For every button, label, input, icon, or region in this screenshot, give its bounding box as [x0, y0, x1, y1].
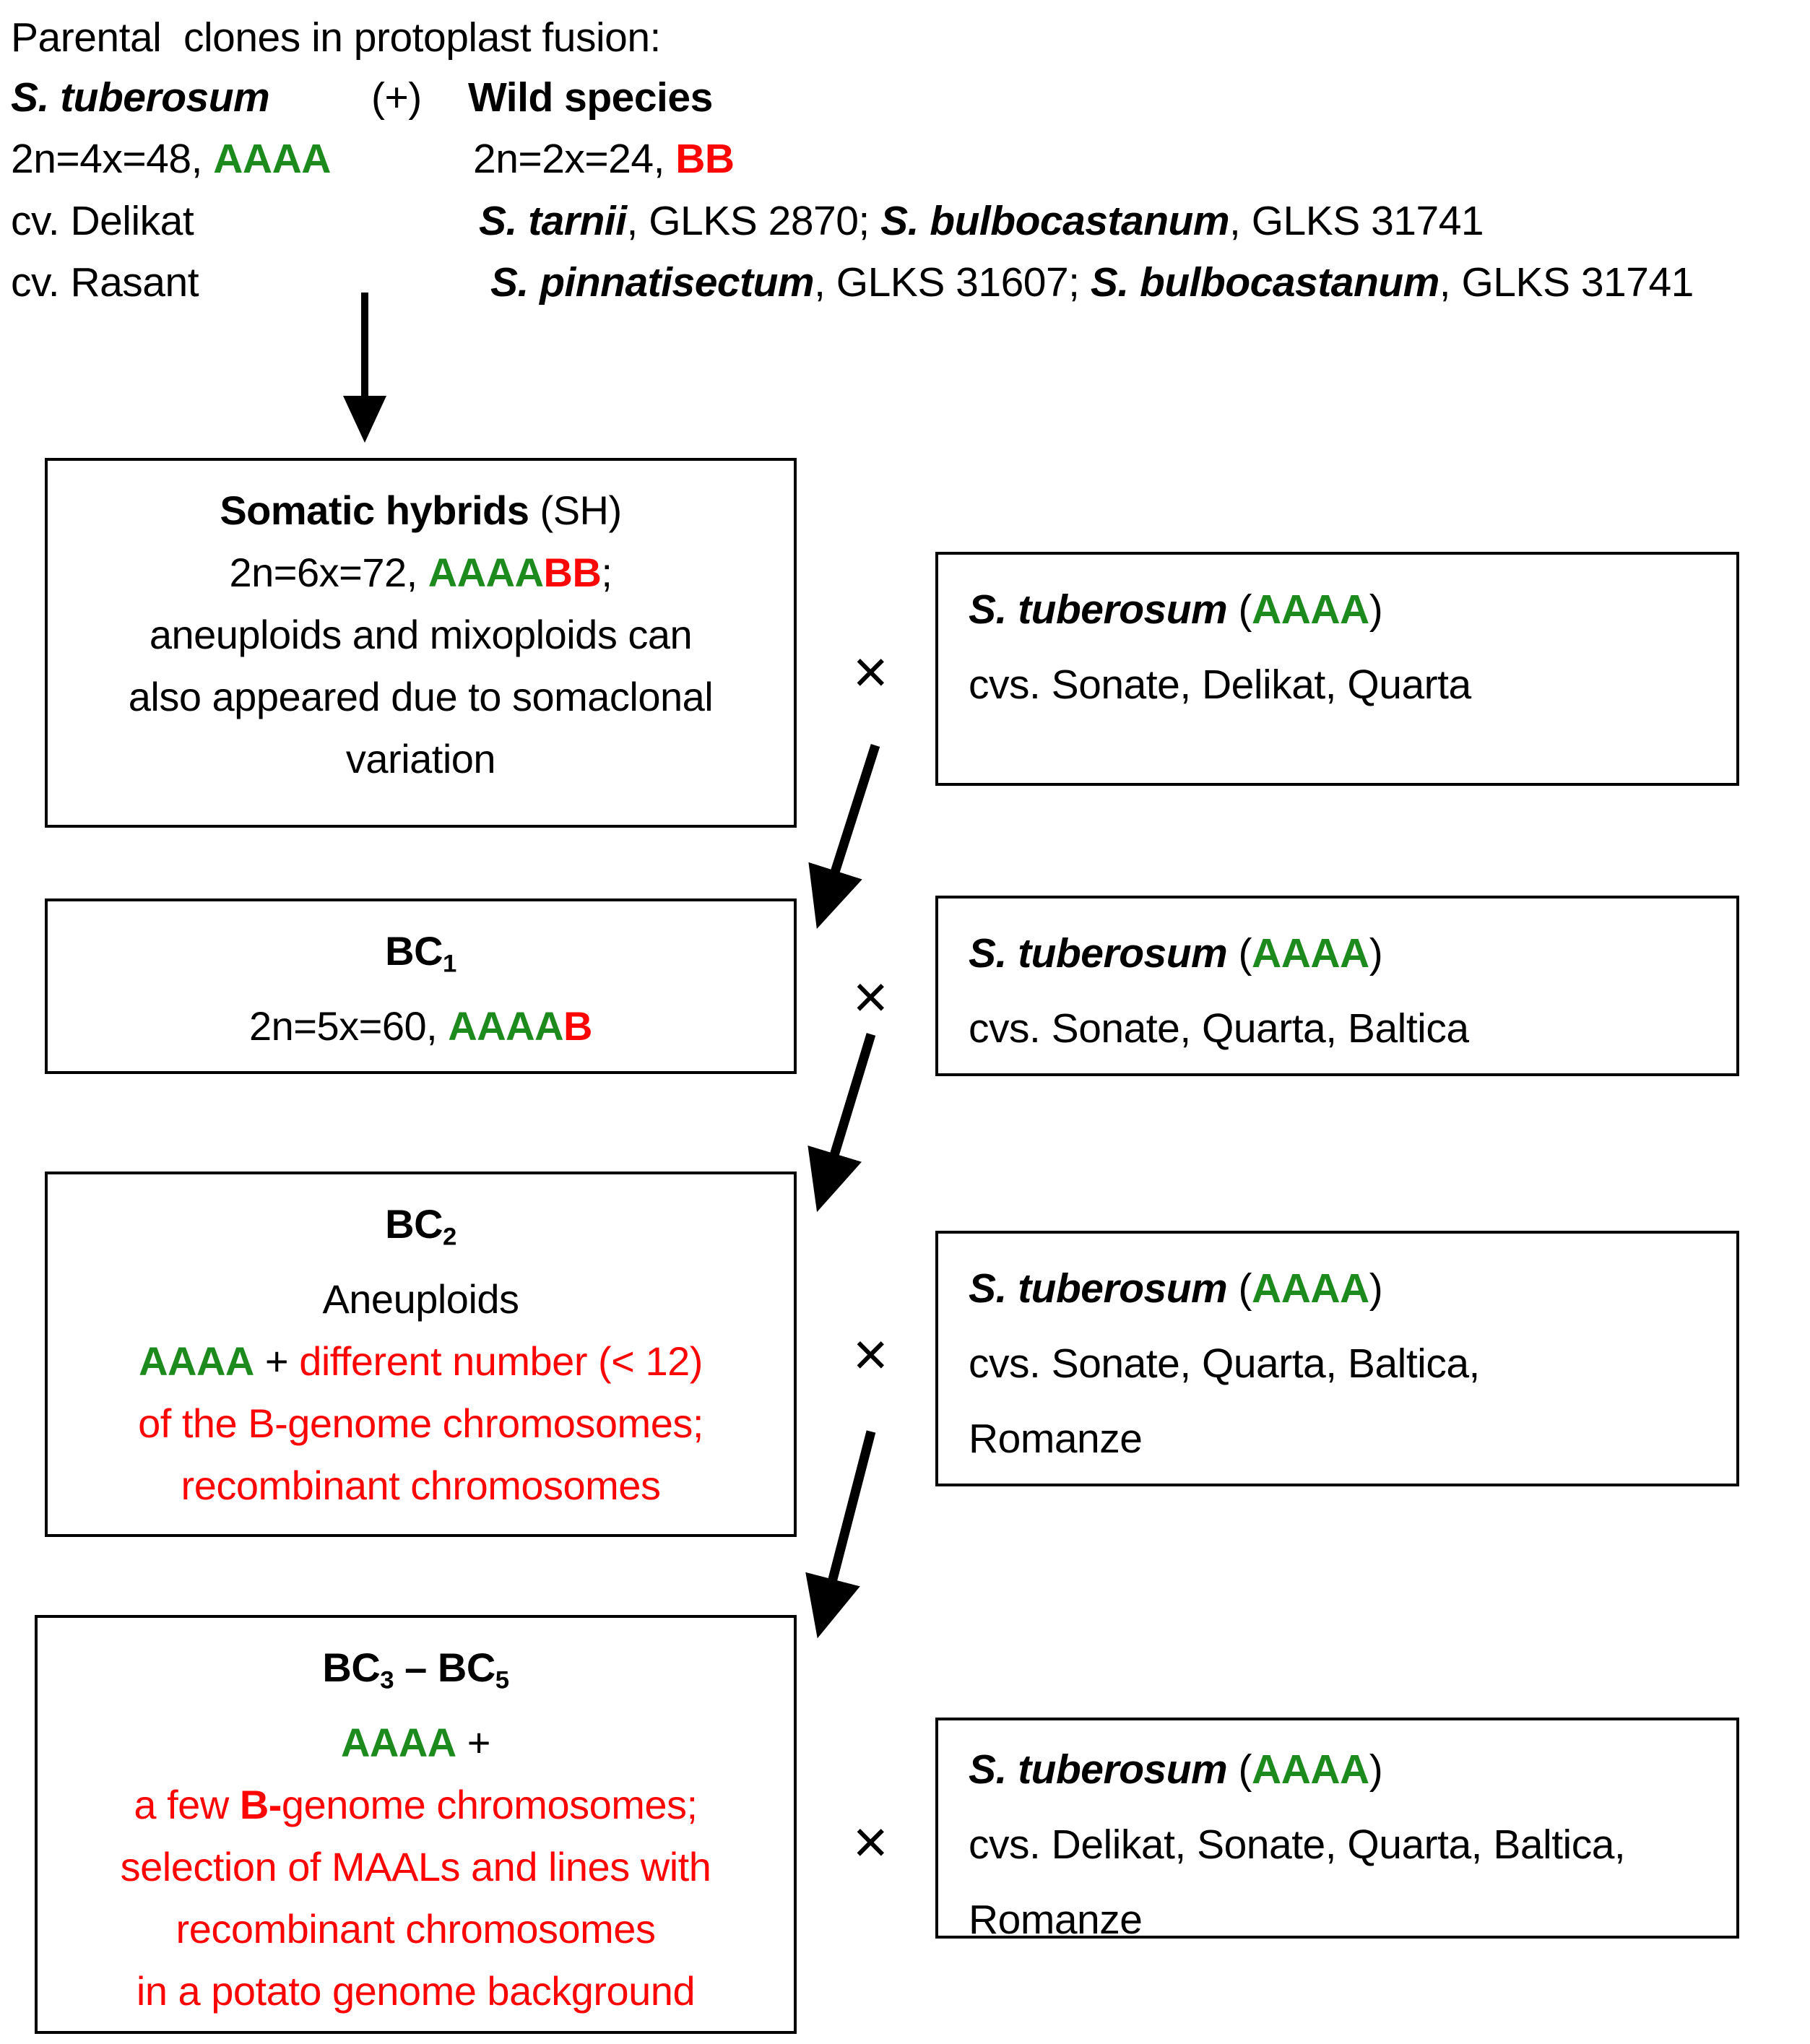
- header-cv-delikat: cv. Delikat: [11, 198, 194, 244]
- somatic-ploidy: 2n=6x=72, AAAABB;: [229, 550, 612, 595]
- ploidy-right-text: 2n=2x=24,: [473, 136, 676, 182]
- bc35-title: BC3 – BC5: [322, 1645, 509, 1694]
- cross-symbol-3: ×: [852, 1320, 888, 1388]
- rbox4-species-line: S. tuberosum (AAAA): [969, 1746, 1383, 1793]
- tuberosum-parent-box-3: S. tuberosum (AAAA) cvs. Sonate, Quarta,…: [935, 1231, 1739, 1486]
- tarnii-accession: , GLKS 2870;: [626, 198, 881, 244]
- bc35-note-3: recombinant chromosomes: [176, 1905, 656, 1952]
- header-rasant-partners: S. pinnatisectum, GLKS 31607; S. bulboca…: [490, 259, 1694, 306]
- header-tuberosum-label: S. tuberosum: [11, 74, 270, 121]
- header-title: Parental clones in protoplast fusion:: [11, 14, 661, 61]
- bc2-aneuploids: Aneuploids: [322, 1276, 519, 1322]
- bc35-note-4: in a potato genome background: [136, 1967, 696, 2014]
- rbox3-species-line: S. tuberosum (AAAA): [969, 1265, 1383, 1312]
- somatic-note-2: also appeared due to somaclonal: [128, 674, 714, 719]
- arrow-diagonal-1-icon: [808, 744, 880, 930]
- rbox4-cultivars-1: cvs. Delikat, Sonate, Quarta, Baltica,: [969, 1822, 1626, 1868]
- bc2-title: BC2: [385, 1201, 456, 1251]
- rbox4-cultivars-2: Romanze: [969, 1897, 1143, 1943]
- tuberosum-parent-box-1: S. tuberosum (AAAA) cvs. Sonate, Delikat…: [935, 552, 1739, 786]
- bc1-box: BC1 2n=5x=60, AAAAB: [45, 898, 797, 1074]
- bc2-note-1: of the B-genome chromosomes;: [138, 1400, 703, 1446]
- somatic-title: Somatic hybrids (SH): [220, 488, 622, 533]
- somatic-note-3: variation: [345, 736, 496, 781]
- somatic-hybrids-box: Somatic hybrids (SH) 2n=6x=72, AAAABB; a…: [45, 458, 797, 828]
- rbox3-cultivars-1: cvs. Sonate, Quarta, Baltica,: [969, 1341, 1480, 1387]
- header-ploidy-left: 2n=4x=48, AAAA: [11, 136, 331, 182]
- rbox3-cultivars-2: Romanze: [969, 1416, 1143, 1462]
- bc35-genome-line: AAAA +: [340, 1719, 491, 1765]
- header-cv-rasant: cv. Rasant: [11, 259, 199, 306]
- header-fusion-plus: (+): [371, 74, 422, 121]
- cross-symbol-4: ×: [852, 1808, 888, 1876]
- rbox2-species-line: S. tuberosum (AAAA): [969, 930, 1383, 976]
- species-bulbocastanum-2: S. bulbocastanum: [1090, 259, 1439, 306]
- cross-symbol-2: ×: [852, 963, 888, 1031]
- bc3-bc5-box: BC3 – BC5 AAAA + a few B-genome chromoso…: [35, 1615, 797, 2034]
- bc35-note-2: selection of MAALs and lines with: [120, 1843, 711, 1889]
- bulbocastanum-accession: , GLKS 31741: [1229, 198, 1484, 244]
- header-delikat-partners: S. tarnii, GLKS 2870; S. bulbocastanum, …: [479, 198, 1484, 244]
- bulbocastanum-accession-2: , GLKS 31741: [1439, 259, 1694, 306]
- arrow-diagonal-3-icon: [805, 1430, 876, 1639]
- bc2-genome-line: AAAA + different number (< 12): [139, 1338, 703, 1384]
- arrow-diagonal-2-icon: [807, 1033, 876, 1213]
- somatic-note-1: aneuploids and mixoploids can: [149, 612, 693, 657]
- bc1-title: BC1: [385, 928, 456, 978]
- tuberosum-parent-box-4: S. tuberosum (AAAA) cvs. Delikat, Sonate…: [935, 1718, 1739, 1943]
- rbox2-cultivars: cvs. Sonate, Quarta, Baltica: [969, 1005, 1469, 1052]
- header-ploidy-right: 2n=2x=24, BB: [473, 136, 735, 182]
- tuberosum-parent-box-2: S. tuberosum (AAAA) cvs. Sonate, Quarta,…: [935, 896, 1739, 1076]
- header-wild-species-label: Wild species: [468, 74, 713, 121]
- ploidy-left-text: 2n=4x=48,: [11, 136, 214, 182]
- species-pinnatisectum: S. pinnatisectum: [490, 259, 815, 306]
- bc2-note-2: recombinant chromosomes: [181, 1462, 661, 1508]
- rbox1-cultivars: cvs. Sonate, Delikat, Quarta: [969, 662, 1471, 708]
- cross-symbol-1: ×: [852, 638, 888, 706]
- genome-a-label: AAAA: [213, 136, 331, 182]
- pinnatisectum-accession: , GLKS 31607;: [814, 259, 1091, 306]
- bc35-note-1: a few B-genome chromosomes;: [134, 1781, 698, 1827]
- bc2-box: BC2 Aneuploids AAAA + different number (…: [45, 1172, 797, 1537]
- genome-b-label: BB: [675, 136, 735, 182]
- species-tarnii: S. tarnii: [479, 198, 627, 244]
- rbox1-species-line: S. tuberosum (AAAA): [969, 586, 1383, 633]
- species-bulbocastanum: S. bulbocastanum: [880, 198, 1230, 244]
- bc1-ploidy: 2n=5x=60, AAAAB: [249, 1002, 592, 1049]
